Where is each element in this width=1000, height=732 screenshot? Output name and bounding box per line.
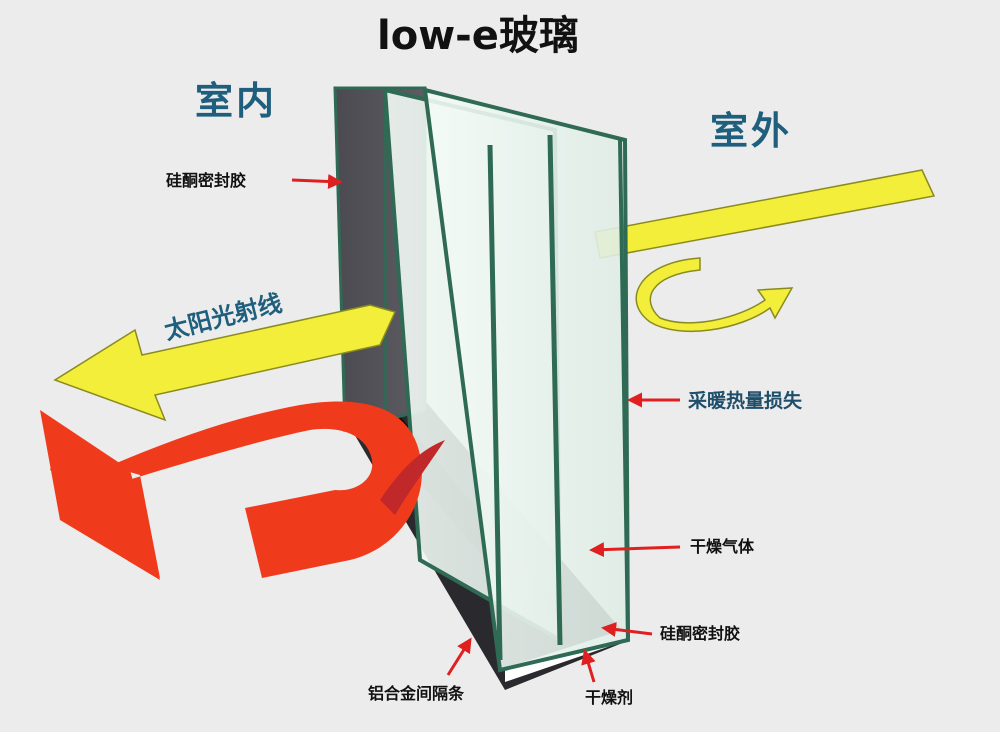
pointer-spacer — [446, 637, 472, 676]
heat-loss-label: 采暖热量损失 — [688, 390, 803, 412]
page-title: low-e玻璃 — [377, 13, 579, 59]
desiccant-label: 干燥剂 — [585, 688, 634, 707]
sunlight-arrow-indoor — [53, 304, 397, 422]
spacer-label: 铝合金间隔条 — [368, 684, 465, 703]
pointer-desiccant — [581, 649, 596, 683]
sealant-top-label: 硅酮密封胶 — [166, 171, 247, 190]
pointer-sealant-top — [291, 174, 343, 189]
reflection-curl-arrow — [635, 257, 794, 333]
sealant-bottom-label: 硅酮密封胶 — [660, 624, 741, 643]
sunlight-arrow — [594, 169, 936, 259]
indoor-label: 室内 — [195, 79, 278, 123]
dry-gas-label: 干燥气体 — [690, 537, 755, 556]
pointer-dry-gas — [589, 542, 681, 558]
pointer-sealant-bottom — [601, 622, 653, 637]
outdoor-label: 室外 — [710, 109, 793, 153]
